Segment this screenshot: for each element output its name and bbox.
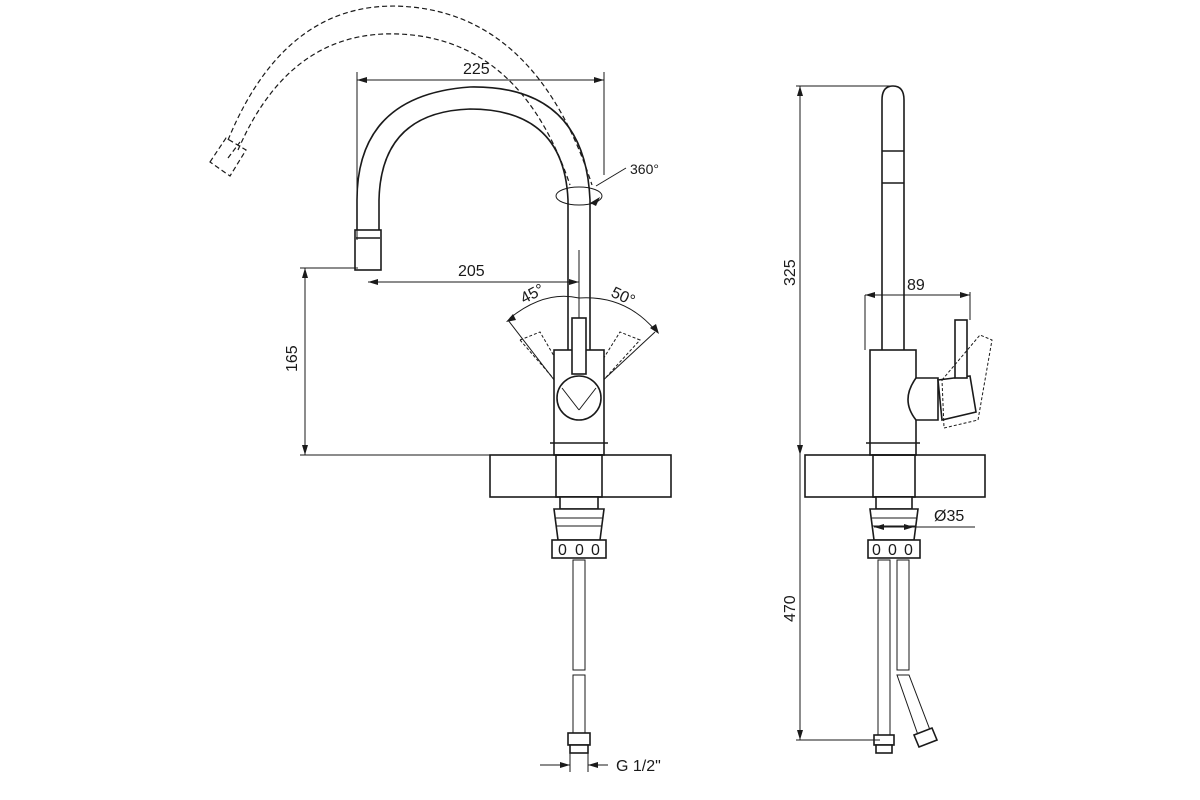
svg-text:0: 0	[558, 542, 567, 559]
faucet-body-side	[866, 319, 993, 456]
svg-text:0: 0	[575, 542, 584, 559]
countertop-section-side: 0 0 0	[804, 454, 986, 559]
swivel-angle-label: 360°	[630, 161, 659, 177]
faucet-body-front	[550, 317, 608, 456]
dim-spout-height: 165	[284, 267, 490, 456]
spout-reach-outer-label: 225	[463, 61, 490, 78]
countertop-section-front: 0 0 0	[489, 454, 672, 559]
svg-text:0: 0	[888, 542, 897, 559]
lever-angle-left-label: 45°	[518, 281, 547, 307]
hose-length-label: 470	[782, 595, 799, 622]
spout-side	[881, 85, 905, 350]
side-view: 89 325 0 0 0 Ø35	[782, 85, 993, 754]
svg-text:0: 0	[591, 542, 600, 559]
svg-text:0: 0	[904, 542, 913, 559]
total-height-label: 325	[782, 259, 799, 286]
hose-front	[567, 559, 591, 754]
spout-height-label: 165	[284, 345, 301, 372]
swivel-indicator: 360°	[555, 161, 659, 206]
thread-size-label: G 1/2"	[616, 758, 661, 775]
mount-diameter-label: Ø35	[934, 508, 964, 525]
dim-spout-reach-inner: 205	[368, 263, 579, 285]
dim-hose-length: 470	[782, 455, 880, 741]
front-view: 360° 225 205 165	[209, 5, 672, 775]
dim-lever-depth: 89	[864, 277, 971, 350]
dim-spout-reach-outer: 225	[356, 61, 605, 240]
dim-mount-diameter: Ø35	[874, 508, 975, 530]
spout-swivel-ghost	[209, 5, 593, 186]
dim-total-height: 325	[782, 85, 893, 455]
spout	[354, 86, 591, 360]
hoses-side	[873, 559, 939, 754]
lever-angle-right-label: 50°	[608, 284, 637, 310]
svg-text:0: 0	[872, 542, 881, 559]
lever-depth-label: 89	[907, 277, 925, 294]
spout-reach-inner-label: 205	[458, 263, 485, 280]
dim-thread-size: G 1/2"	[540, 752, 661, 775]
